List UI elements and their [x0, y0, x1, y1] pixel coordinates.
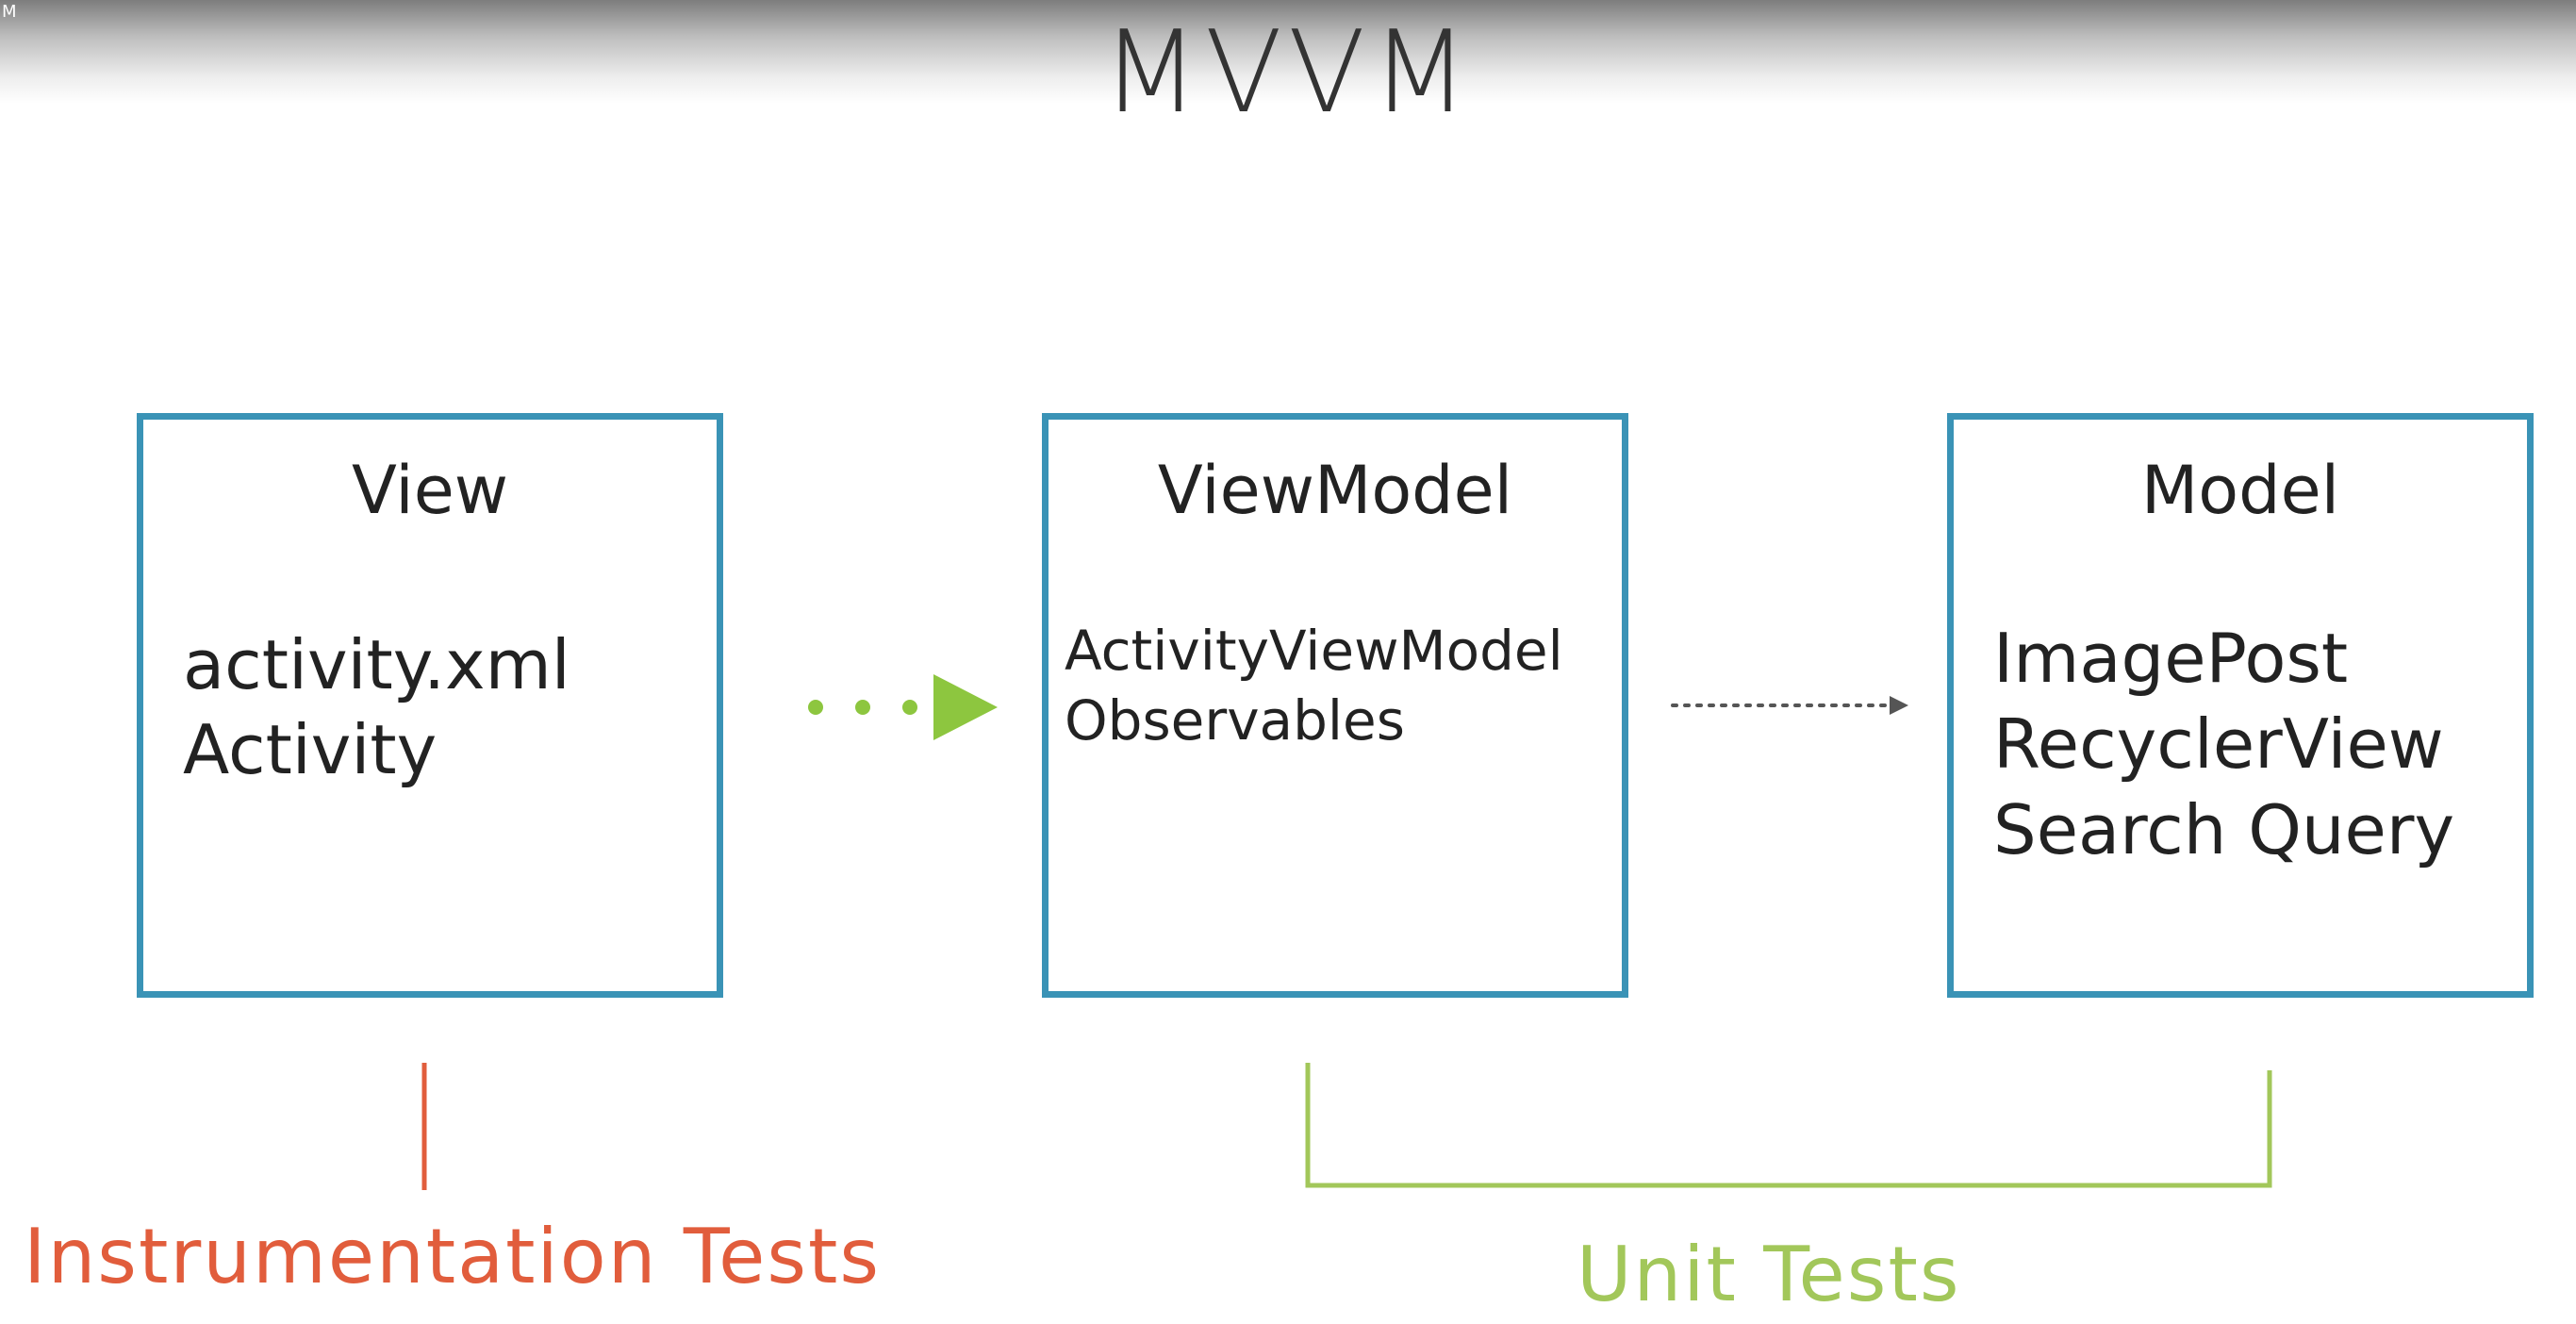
- model-box: Model ImagePost RecyclerView Search Quer…: [1947, 413, 2534, 998]
- viewmodel-heading: ViewModel: [1157, 452, 1513, 529]
- green-dot-2: [855, 700, 870, 715]
- model-heading: Model: [2140, 452, 2340, 529]
- view-body: activity.xml Activity: [183, 622, 570, 792]
- model-body: ImagePost RecyclerView Search Query: [1993, 616, 2454, 873]
- instrumentation-tests-label: Instrumentation Tests: [24, 1213, 882, 1300]
- view-line-activity: Activity: [183, 710, 438, 789]
- viewmodel-box: ViewModel ActivityViewModel Observables: [1042, 413, 1628, 998]
- view-heading: View: [351, 452, 509, 529]
- view-box: View activity.xml Activity: [137, 413, 723, 998]
- viewmodel-body: ActivityViewModel Observables: [1065, 616, 1563, 755]
- unit-tests-bracket: [1305, 1063, 2272, 1188]
- green-dot-1: [808, 700, 823, 715]
- model-line-imagepost: ImagePost: [1993, 619, 2349, 698]
- green-dot-3: [902, 700, 917, 715]
- green-arrowhead-icon: [933, 674, 998, 740]
- view-line-activity-xml: activity.xml: [183, 625, 570, 704]
- slide-title: MVVM: [1101, 8, 1475, 139]
- model-line-search-query: Search Query: [1993, 790, 2455, 869]
- grey-arrowhead-icon: [1890, 696, 1908, 715]
- green-dotted-arrow: [808, 674, 998, 740]
- corner-mark: M: [2, 2, 17, 22]
- unit-tests-label: Unit Tests: [1577, 1231, 1961, 1318]
- viewmodel-line-activityviewmodel: ActivityViewModel: [1065, 619, 1563, 683]
- instrumentation-marker: [421, 1063, 427, 1190]
- top-gradient-bar: [0, 0, 2576, 104]
- viewmodel-line-observables: Observables: [1065, 688, 1405, 753]
- model-line-recyclerview: RecyclerView: [1993, 704, 2444, 784]
- grey-dotted-arrow: [1671, 696, 1908, 715]
